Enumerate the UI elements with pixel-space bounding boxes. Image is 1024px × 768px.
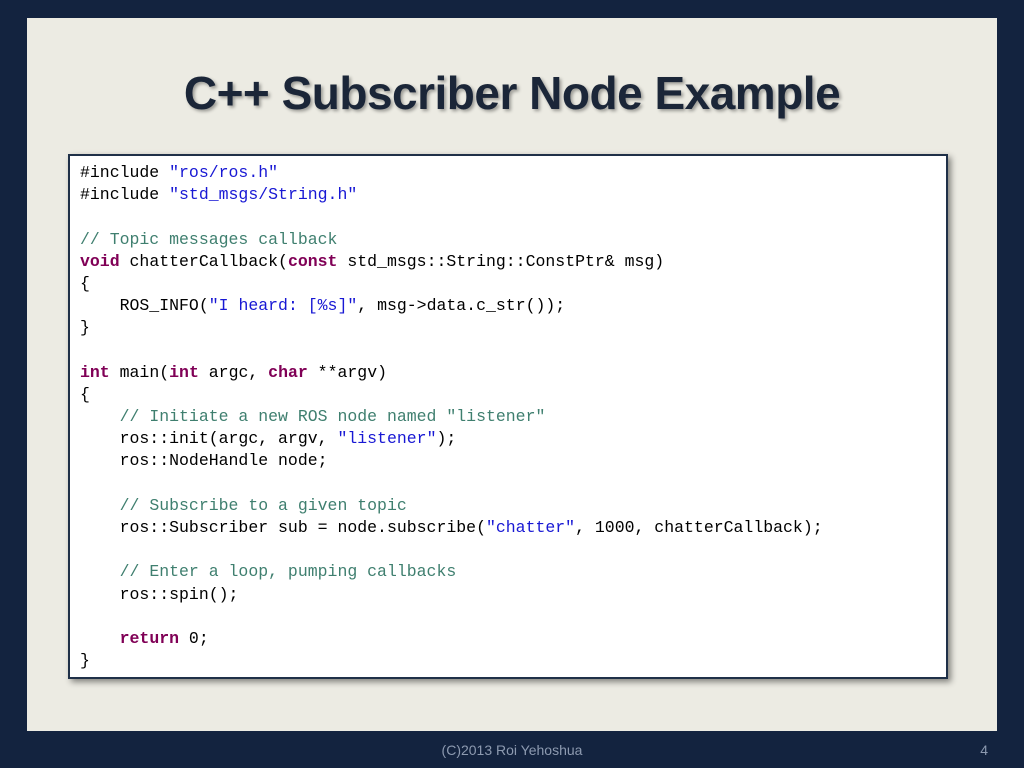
code-string: "chatter" <box>485 518 576 537</box>
code-line: ROS_INFO("I heard: [%s]", msg->data.c_st… <box>80 295 936 317</box>
code-comment: // Subscribe to a given topic <box>119 495 407 515</box>
code-text: 0; <box>179 628 209 648</box>
code-text <box>80 629 120 648</box>
code-text: , msg->data.c_str()); <box>357 296 566 316</box>
code-text: chatterCallback( <box>119 251 288 271</box>
code-line: #include "ros/ros.h" <box>80 162 936 184</box>
code-line <box>80 340 936 362</box>
code-line: ros::Subscriber sub = node.subscribe("ch… <box>80 517 936 539</box>
code-line <box>80 473 936 495</box>
code-keyword: char <box>268 362 308 382</box>
code-line: ros::NodeHandle node; <box>80 450 936 472</box>
code-text: { <box>80 384 90 404</box>
code-text: ros::NodeHandle node; <box>80 451 328 471</box>
code-line: { <box>80 384 936 406</box>
code-text: ros::Subscriber sub = node.subscribe( <box>80 518 486 537</box>
code-text: argc, <box>198 362 269 382</box>
code-line <box>80 606 936 628</box>
code-text: ROS_INFO( <box>80 296 209 316</box>
code-line: int main(int argc, char **argv) <box>80 362 936 384</box>
code-line: #include "std_msgs/String.h" <box>80 184 936 206</box>
code-text: ); <box>436 429 457 449</box>
code-text <box>80 407 120 426</box>
code-text: } <box>80 318 90 338</box>
code-keyword: int <box>169 362 199 382</box>
code-line <box>80 206 936 228</box>
code-text: main( <box>109 362 170 382</box>
code-line: // Initiate a new ROS node named "listen… <box>80 406 936 428</box>
code-line <box>80 539 936 561</box>
code-keyword: void <box>80 251 120 271</box>
code-comment: // Topic messages callback <box>80 229 338 249</box>
code-text: #include <box>80 163 170 182</box>
code-line: { <box>80 273 936 295</box>
code-text <box>80 562 120 581</box>
code-comment: // Enter a loop, pumping callbacks <box>119 562 457 582</box>
code-text: std_msgs::String::ConstPtr& msg) <box>337 251 665 271</box>
code-text <box>80 496 120 515</box>
slide: C++ Subscriber Node Example #include "ro… <box>27 18 997 731</box>
code-line: } <box>80 317 936 339</box>
code-string: "ros/ros.h" <box>169 163 279 182</box>
code-line: } <box>80 650 936 672</box>
code-text: ros::init(argc, argv, <box>80 429 338 449</box>
code-text: **argv) <box>307 362 387 382</box>
code-line: ros::init(argc, argv, "listener"); <box>80 428 936 450</box>
code-string: "std_msgs/String.h" <box>169 185 358 205</box>
code-line: void chatterCallback(const std_msgs::Str… <box>80 251 936 273</box>
footer-copyright: (C)2013 Roi Yehoshua <box>441 742 583 758</box>
slide-title: C++ Subscriber Node Example <box>183 67 841 119</box>
code-string: "listener" <box>337 429 437 449</box>
code-listing: #include "ros/ros.h"#include "std_msgs/S… <box>80 162 936 672</box>
code-text: , 1000, chatterCallback); <box>575 518 823 537</box>
code-text: #include <box>80 185 170 205</box>
code-line: // Subscribe to a given topic <box>80 495 936 517</box>
code-line: // Topic messages callback <box>80 229 936 251</box>
code-line: ros::spin(); <box>80 584 936 606</box>
code-line: return 0; <box>80 628 936 650</box>
page-number: 4 <box>980 742 988 758</box>
code-text: ros::spin(); <box>80 584 239 604</box>
code-box: #include "ros/ros.h"#include "std_msgs/S… <box>68 154 948 679</box>
code-keyword: const <box>287 251 338 271</box>
code-comment: // Initiate a new ROS node named "listen… <box>119 407 546 427</box>
code-keyword: return <box>119 628 180 648</box>
code-keyword: int <box>80 362 110 382</box>
code-text: } <box>80 651 90 671</box>
code-string: "I heard: [%s]" <box>208 296 358 316</box>
code-line: // Enter a loop, pumping callbacks <box>80 561 936 583</box>
code-text: { <box>80 273 90 293</box>
